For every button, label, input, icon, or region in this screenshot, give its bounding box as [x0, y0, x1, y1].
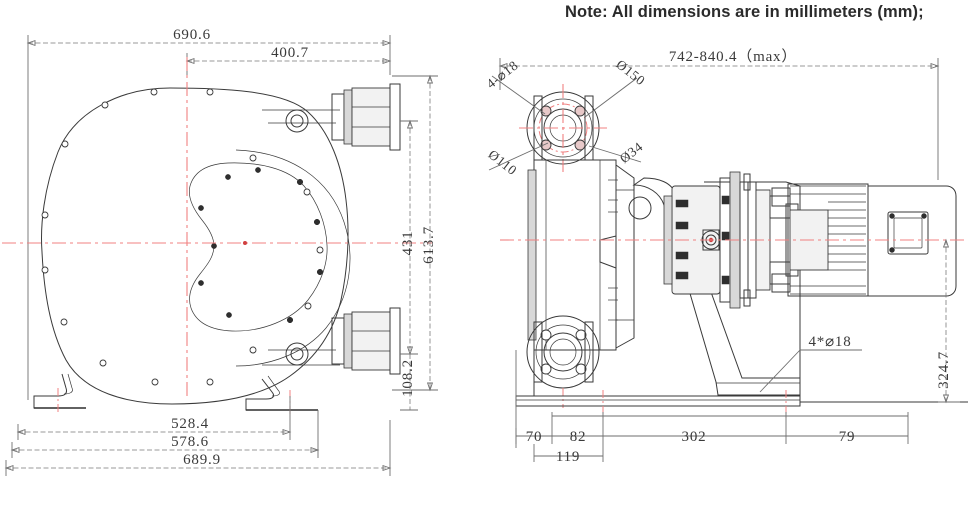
dim-text-324-7: 324.7: [936, 351, 952, 389]
side-view-base-plate: [515, 350, 968, 448]
dim-text-108-2: 108.2: [400, 359, 416, 397]
gearbox-ribs: [675, 195, 730, 285]
dim-text-689-9: 689.9: [183, 452, 221, 468]
base-hole-callout-leader: [759, 349, 862, 393]
callout-text-bolt-circle: Ø110: [486, 147, 520, 178]
cover-flange-bolt-holes: [249, 154, 324, 354]
pump-housing-side: [527, 159, 635, 351]
lower-port-assembly: [262, 307, 401, 375]
dim-text-431: 431: [400, 231, 416, 256]
dim-text-528-4: 528.4: [171, 416, 209, 432]
rotor-cover-outline: [188, 162, 328, 332]
dim-613-7: [392, 74, 438, 392]
dim-578-6: [10, 410, 320, 458]
dim-text-302: 302: [682, 429, 707, 445]
lower-flange: [526, 315, 600, 408]
front-view-base: [33, 373, 318, 411]
upper-flange: [519, 84, 607, 172]
dim-689-9: [4, 420, 392, 476]
side-view-group: [488, 58, 968, 462]
dim-text-119: 119: [556, 449, 580, 465]
units-note: Note: All dimensions are in millimeters …: [565, 3, 924, 21]
side-bottom-dims: [515, 412, 909, 462]
dim-431: [400, 119, 418, 356]
pump-housing-outline: [41, 87, 349, 405]
dim-text-79: 79: [839, 429, 856, 445]
dim-528-4: [16, 396, 292, 440]
callout-text-base-holes: 4*⌀18: [808, 334, 851, 350]
upper-flange-bolts: [540, 105, 586, 151]
flange-callout-leaders: [488, 75, 642, 171]
rotor-cover-bolt-holes: [198, 167, 324, 324]
dim-108-2: [400, 354, 418, 411]
callout-text-flange-od: Ø150: [613, 57, 648, 89]
dim-text-70: 70: [526, 429, 543, 445]
dim-text-82: 82: [570, 429, 587, 445]
dim-742-840: [498, 58, 940, 180]
dim-text-578-6: 578.6: [171, 434, 209, 450]
housing-bolt-holes: [41, 88, 214, 386]
rotor-cover-flange-arc: [235, 149, 351, 367]
upper-port-assembly: [262, 83, 401, 151]
dim-text-613-7: 613.7: [421, 226, 437, 264]
front-view-group: [2, 35, 438, 476]
dim-324-7: [938, 238, 960, 404]
callout-text-bolt-holes: 4-⌀18: [483, 58, 521, 92]
dim-text-overall-length: 742-840.4（max）: [669, 48, 797, 65]
dim-text-400-7: 400.7: [271, 45, 309, 61]
dim-text-690-6: 690.6: [173, 27, 211, 43]
dim-690-6: [26, 35, 392, 400]
callout-text-bore: Ø34: [617, 139, 646, 166]
motor-fins: [790, 185, 866, 295]
